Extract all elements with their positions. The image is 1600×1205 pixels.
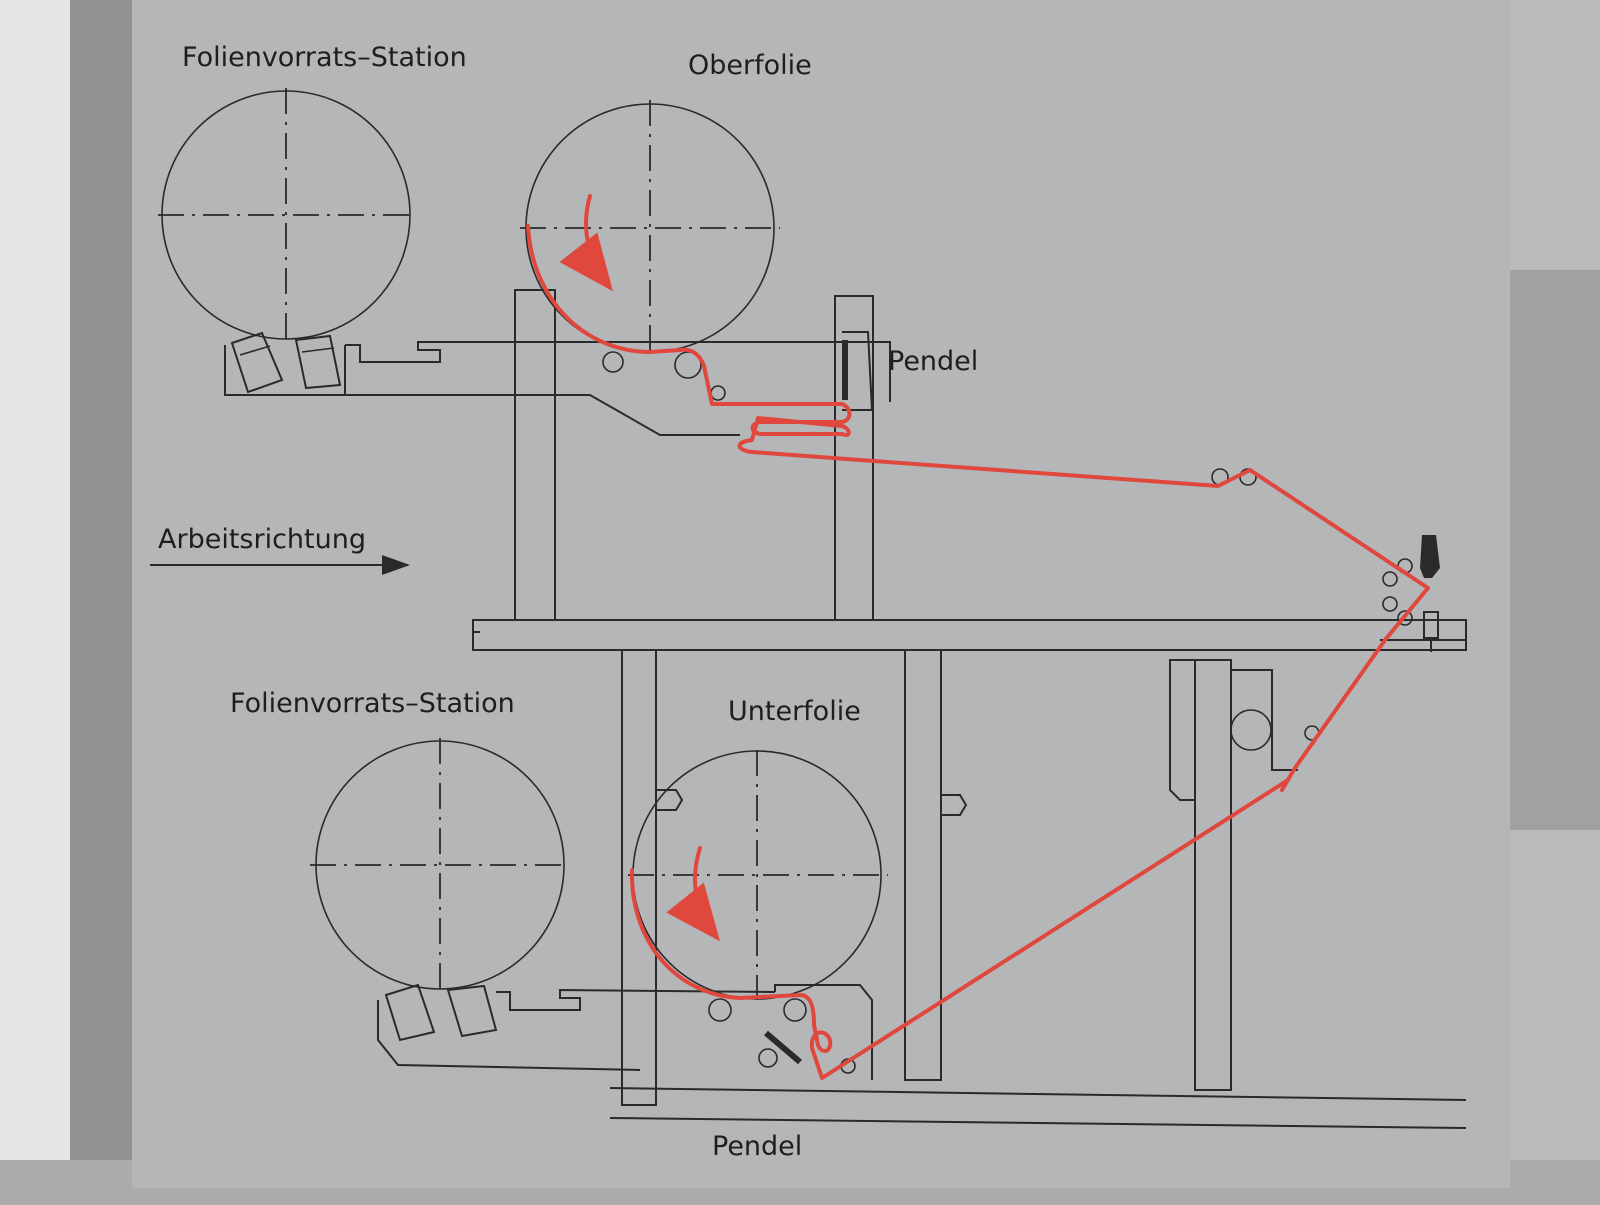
label-oberfolie: Oberfolie <box>688 50 812 81</box>
bottom-supply-roll <box>310 738 568 994</box>
label-pendel-bottom: Pendel <box>712 1131 802 1162</box>
upper-film-path <box>526 224 1430 792</box>
label-unterfolie: Unterfolie <box>728 696 861 727</box>
label-station-top: Folienvorrats–Station <box>182 42 467 73</box>
bottom-frame-columns <box>621 649 1320 1106</box>
lower-film-path <box>629 778 1290 1080</box>
bottom-rotation-arrow-icon <box>666 846 720 942</box>
label-arbeitsrichtung: Arbeitsrichtung <box>158 524 366 555</box>
top-rotation-arrow-icon <box>559 194 613 292</box>
left-frame-shadow <box>70 0 132 1205</box>
sealing-unit <box>1382 535 1440 652</box>
left-frame <box>0 0 70 1205</box>
label-station-bottom: Folienvorrats–Station <box>230 688 515 719</box>
diagram-panel <box>132 0 1510 1188</box>
machine-bed <box>472 619 1467 1129</box>
label-pendel-top: Pendel <box>888 346 978 377</box>
top-station-cradle <box>224 331 891 436</box>
top-supply-roll <box>158 88 414 342</box>
right-frame-dark <box>1505 270 1600 830</box>
bottom-station-cradle <box>377 983 873 1080</box>
